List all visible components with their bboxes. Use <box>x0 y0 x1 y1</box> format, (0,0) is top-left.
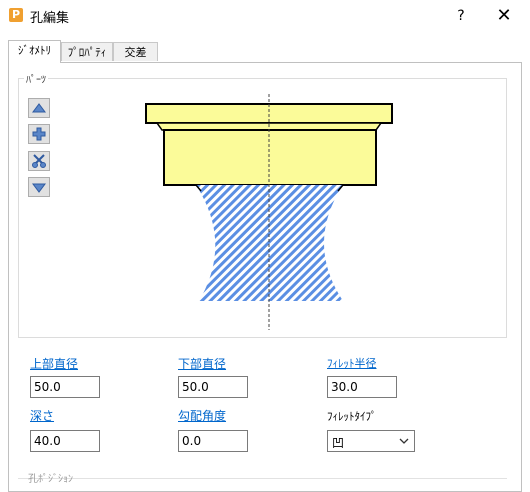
draft-angle-label[interactable]: 勾配角度 <box>178 409 227 423</box>
counterbore-shape <box>163 129 377 186</box>
close-button[interactable]: ✕ <box>496 5 512 26</box>
title-bar: P 孔編集 ? ✕ <box>0 0 530 31</box>
depth-input[interactable] <box>30 430 100 452</box>
plus-icon <box>32 127 46 141</box>
down-arrow-icon <box>32 183 46 193</box>
fillet-type-value: 凹 <box>332 436 345 450</box>
position-group-legend: 孔ﾎﾟｼﾞｼｮﾝ <box>28 474 73 485</box>
parts-group-legend: ﾊﾟｰﾂ <box>24 71 48 86</box>
app-logo-icon: P <box>9 8 23 22</box>
fillet-hatched-shape <box>196 185 343 301</box>
fillet-type-select[interactable]: 凹 <box>327 430 415 452</box>
fillet-edge-right <box>337 184 344 192</box>
tab-intersection[interactable]: 交差 <box>113 42 158 61</box>
top-diameter-input[interactable] <box>30 376 100 398</box>
bottom-diameter-input[interactable] <box>178 376 248 398</box>
help-button[interactable]: ? <box>457 8 465 24</box>
add-part-button[interactable] <box>28 124 50 144</box>
up-arrow-icon <box>32 103 46 113</box>
bottom-diameter-label[interactable]: 下部直径 <box>178 357 227 371</box>
chevron-down-icon <box>399 438 409 444</box>
tab-geometry[interactable]: ｼﾞｵﾒﾄﾘ <box>8 40 61 63</box>
tab-properties[interactable]: ﾌﾟﾛﾊﾟﾃｨ <box>61 42 113 61</box>
fillet-edge-left <box>195 184 202 192</box>
move-up-button[interactable] <box>28 98 50 118</box>
draft-angle-input[interactable] <box>178 430 248 452</box>
fillet-radius-label[interactable]: ﾌｨﾚｯﾄ半径 <box>327 357 377 370</box>
move-down-button[interactable] <box>28 177 50 197</box>
depth-label[interactable]: 深さ <box>30 409 55 423</box>
fillet-radius-input[interactable] <box>327 376 397 398</box>
top-diameter-label[interactable]: 上部直径 <box>30 357 79 371</box>
cut-icon <box>32 154 46 168</box>
tab-strip: ｼﾞｵﾒﾄﾘ ﾌﾟﾛﾊﾟﾃｨ 交差 <box>8 40 522 63</box>
window-title: 孔編集 <box>30 11 70 26</box>
parts-group <box>18 78 507 338</box>
delete-part-button[interactable] <box>28 151 50 171</box>
position-group <box>18 478 507 479</box>
fillet-type-label: ﾌｨﾚｯﾄﾀｲﾌﾟ <box>327 410 377 423</box>
